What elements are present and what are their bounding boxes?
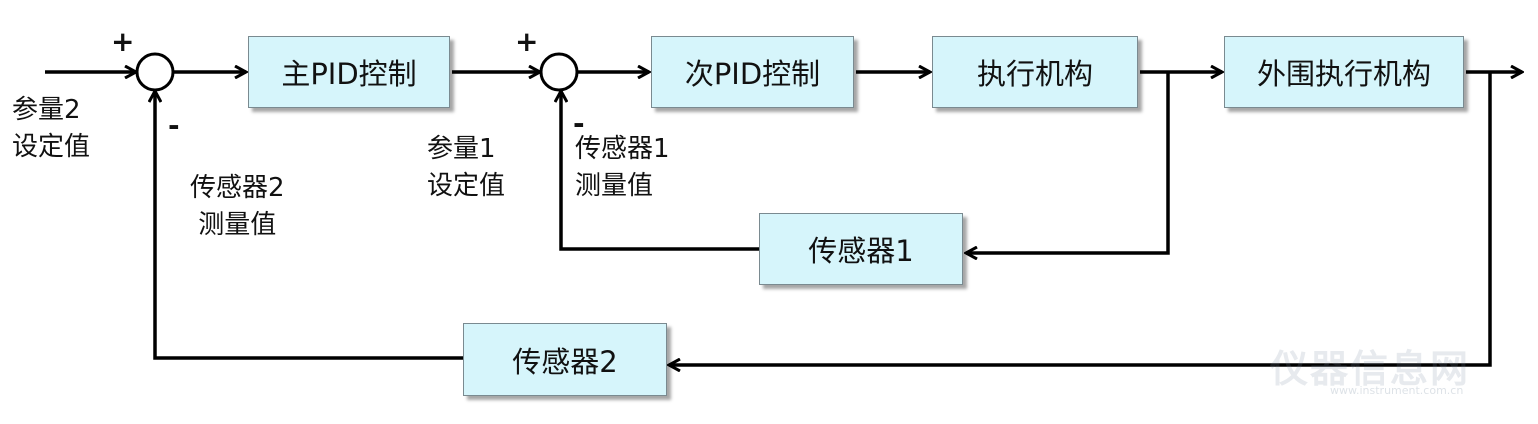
outer-feedback-tap-line xyxy=(669,72,1492,365)
sensor2-block: 传感器2 xyxy=(463,323,667,396)
watermark-logo: 仪器信息网 xyxy=(1270,347,1471,391)
sensor1-block: 传感器1 xyxy=(759,213,963,285)
sum2-plus-sign: + xyxy=(515,25,539,58)
sum1-plus-sign: + xyxy=(111,25,135,58)
sensor2-measurement-label: 传感器2 测量值 xyxy=(190,173,285,240)
main-pid-block: 主PID控制 xyxy=(248,36,450,108)
actuator-block: 执行机构 xyxy=(932,36,1138,108)
sub-pid-block: 次PID控制 xyxy=(651,36,854,108)
param2-setpoint-label: 参量2 设定值 xyxy=(12,95,91,162)
inner-feedback-tap-line xyxy=(966,72,1170,253)
summing-junction-2 xyxy=(539,52,579,92)
watermark-url: www.instrument.com.cn xyxy=(1330,384,1464,397)
summing-junction-1 xyxy=(135,52,175,92)
sum1-minus-sign: - xyxy=(168,109,180,142)
sensor2-to-sum1-line xyxy=(155,91,463,360)
sum2-minus-sign: - xyxy=(573,107,585,140)
sensor1-measurement-label: 传感器1 测量值 xyxy=(575,134,670,201)
param1-setpoint-label: 参量1 设定值 xyxy=(427,134,506,201)
sensor1-to-sum2-line xyxy=(561,91,759,251)
outer-actuator-block: 外围执行机构 xyxy=(1224,36,1464,108)
